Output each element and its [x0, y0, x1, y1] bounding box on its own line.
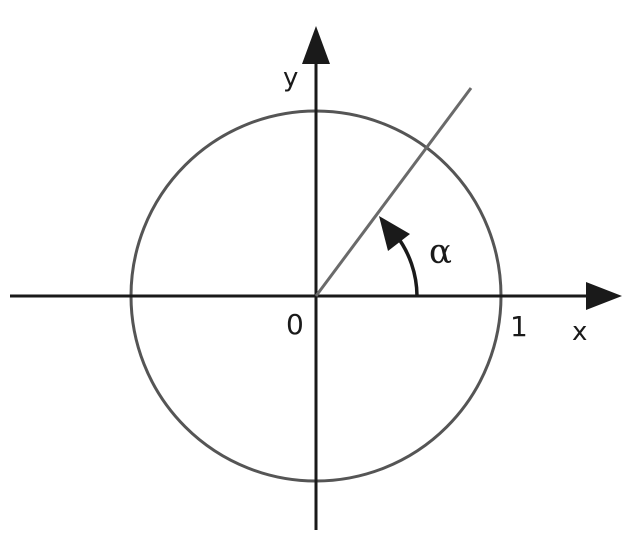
angle-label: α — [429, 232, 452, 272]
x-axis-label: x — [572, 317, 587, 347]
y-axis-label: y — [283, 63, 298, 93]
x-axis-arrowhead — [586, 282, 622, 310]
angle-ray — [314, 87, 473, 297]
angle-arrowhead — [379, 216, 410, 251]
angle-arc — [394, 233, 419, 297]
origin-label: 0 — [286, 308, 304, 341]
y-axis-arrowhead — [302, 26, 330, 64]
unit-label: 1 — [510, 310, 528, 343]
